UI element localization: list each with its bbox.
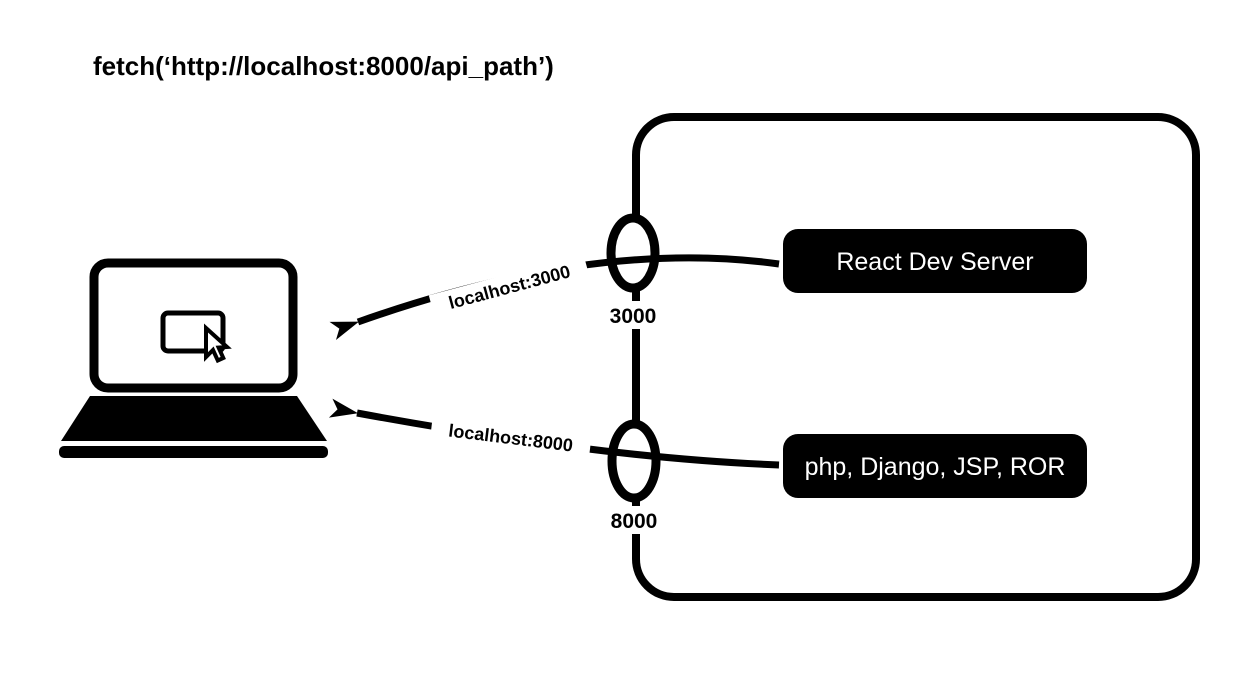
port-3000-label: 3000 [610, 305, 657, 328]
service-box-react: React Dev Server [783, 229, 1087, 293]
laptop-keyboard [61, 396, 327, 441]
arrow-label-8000-group: localhost:8000 [429, 415, 592, 461]
fetch-call-label: fetch(‘http://localhost:8000/api_path’) [93, 51, 554, 81]
laptop-base [59, 446, 328, 458]
arrow-label-3000-group: localhost:3000 [428, 253, 591, 321]
service-box-backend: php, Django, JSP, ROR [783, 434, 1087, 498]
port-8000-label: 8000 [611, 510, 658, 533]
cursor-icon [204, 323, 232, 364]
arrow-label-8000-bg [429, 415, 592, 461]
port-8000-label-gap [603, 506, 665, 534]
port-3000-connector [606, 213, 660, 293]
service-box-react-rect [783, 229, 1087, 293]
laptop-icon [59, 258, 328, 458]
service-box-backend-rect [783, 434, 1087, 498]
port-8000-connector [607, 419, 661, 503]
port-3000-label-gap [603, 301, 665, 329]
service-box-backend-label: php, Django, JSP, ROR [805, 453, 1066, 481]
server-host-boundary [632, 113, 1200, 601]
arrow-label-3000-bg [428, 253, 591, 321]
service-box-react-label: React Dev Server [836, 248, 1033, 276]
